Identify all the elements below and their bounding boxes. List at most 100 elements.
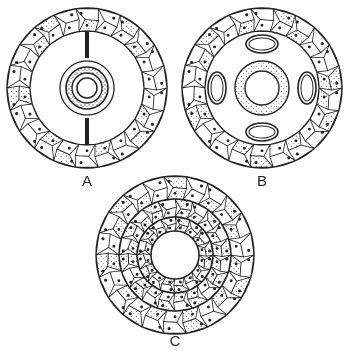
panel-b-ring-nucleus <box>190 112 193 115</box>
panel-c-inner-ring-nucleus <box>208 258 211 261</box>
panel-b-ring-nucleus <box>335 82 338 85</box>
panel-a-ring-nucleus <box>121 152 124 155</box>
panel-a-ring-nucleus <box>160 91 163 94</box>
panel-c-inner-ring-nucleus <box>189 276 192 279</box>
panel-c-outer-ring-nucleus <box>191 194 194 197</box>
panel-c-middle-ring-nucleus <box>144 284 147 287</box>
panel-c-outer-ring-nucleus <box>101 237 104 240</box>
panel-c-outer-ring-nucleus <box>112 245 115 248</box>
panel-b-ring-nucleus <box>213 128 216 131</box>
panel-a-ring-nucleus <box>52 139 55 142</box>
panel-c-middle-ring-nucleus <box>129 281 132 284</box>
panel-a-ring-nucleus <box>40 146 43 149</box>
panel-c-inner-ring-nucleus <box>158 231 161 234</box>
panel-c-outer-ring-nucleus <box>104 279 107 282</box>
panel-a-ring-nucleus <box>68 26 71 29</box>
panel-b-ring-nucleus <box>261 24 264 27</box>
panel-c-middle-ring-nucleus <box>132 247 135 250</box>
panel-b-ring-nucleus <box>308 128 311 131</box>
panel-c-middle-ring-nucleus <box>132 260 135 263</box>
panel-b-ring-nucleus <box>308 46 311 49</box>
panel-b-ring-nucleus <box>287 17 290 20</box>
panel-c-outer-ring-nucleus <box>129 195 132 198</box>
panel-c-diagram <box>96 176 254 334</box>
panel-b-ring-nucleus <box>188 70 191 73</box>
panel-c-middle-ring-nucleus <box>161 203 164 206</box>
panel-c-inner-ring-nucleus <box>146 232 149 235</box>
panel-c-outer-ring-nucleus <box>238 289 241 292</box>
panel-c-middle-ring-nucleus <box>204 224 207 227</box>
panel-a-ring-nucleus <box>133 128 136 131</box>
panel-c-middle-ring-nucleus <box>136 273 139 276</box>
panel-c-middle-ring-nucleus <box>193 291 196 294</box>
panel-c-outer-ring-nucleus <box>233 297 236 300</box>
panel-a-ring-nucleus <box>86 24 89 27</box>
panel-c-middle-ring-nucleus <box>218 226 221 229</box>
panel-c-inner-ring-nucleus <box>146 275 149 278</box>
panel-b-ring-nucleus <box>245 160 248 163</box>
panel-c-outer-ring-nucleus <box>235 245 238 248</box>
panel-c-inner-ring-nucleus <box>179 281 182 284</box>
panel-b-ring-nucleus <box>335 91 338 94</box>
panel-c-middle-ring-nucleus <box>218 281 221 284</box>
panel-c-outer-ring-nucleus <box>129 312 132 315</box>
panel-c-outer-ring-nucleus <box>117 228 120 231</box>
panel-c-middle-ring-nucleus <box>225 249 228 252</box>
panel-a-ring-nucleus <box>33 33 36 36</box>
panel-a-strand-top <box>85 32 89 58</box>
panel-c-outer-ring-nucleus <box>158 181 161 184</box>
panel-c-outer-ring-nucleus <box>200 322 203 325</box>
panel-c-middle-ring-nucleus <box>161 304 164 307</box>
panel-c-middle-ring-nucleus <box>193 205 196 208</box>
panel-c-outer-ring-nucleus <box>104 228 107 231</box>
panel-a-core-lumen <box>77 78 97 98</box>
panel-c-middle-ring-nucleus <box>186 304 189 307</box>
panel-b-ring-nucleus <box>318 113 321 116</box>
panel-a-ring-nucleus <box>40 27 43 30</box>
panel-c-middle-ring-nucleus <box>213 287 216 290</box>
panel-c-middle-ring-nucleus <box>144 224 147 227</box>
panel-c-inner-ring-nucleus <box>139 249 142 252</box>
panel-b-ring-nucleus <box>326 123 329 126</box>
panel-c-middle-ring-nucleus <box>204 284 207 287</box>
panel-a-ring-nucleus <box>146 131 149 134</box>
panel-c-outer-ring-nucleus <box>247 249 250 252</box>
panel-c-middle-ring-nucleus <box>193 216 196 219</box>
panel-c-outer-ring-nucleus <box>207 306 210 309</box>
panel-b-ring-nucleus <box>255 12 258 15</box>
panel-c-outer-ring-nucleus <box>156 194 159 197</box>
panel-c-middle-ring-nucleus <box>186 203 189 206</box>
panel-c-outer-ring-nucleus <box>158 326 161 329</box>
panel-b-ring-nucleus <box>287 156 290 159</box>
panel-c-outer-ring-nucleus <box>235 262 238 265</box>
panel-c-outer-ring-nucleus <box>207 202 210 205</box>
panel-a-ring-nucleus <box>68 147 71 150</box>
panel-a-ring-nucleus <box>143 61 146 64</box>
panel-b-ring-nucleus <box>326 50 329 53</box>
panel-b-ring-nucleus <box>295 34 298 37</box>
panel-a-ring-nucleus <box>80 161 83 164</box>
panel-b-ring-nucleus <box>296 21 299 24</box>
panel-b-ellipse-inner-top <box>249 38 275 50</box>
panel-b-ring-nucleus <box>255 161 258 164</box>
panel-a-label: A <box>82 173 92 190</box>
panel-c-middle-ring-nucleus <box>154 291 157 294</box>
panel-a-ring-nucleus <box>121 21 124 24</box>
panel-c-outer-ring-nucleus <box>127 213 130 216</box>
panel-b-ring-nucleus <box>198 96 201 99</box>
panel-a-ring-nucleus <box>86 149 89 152</box>
panel-a-ring-nucleus <box>52 34 55 37</box>
panel-a-ring-nucleus <box>133 46 136 49</box>
panel-b-ring-nucleus <box>188 103 191 106</box>
panel-c-middle-ring-nucleus <box>167 212 170 215</box>
panel-b-ellipse-inner-left <box>211 75 223 101</box>
panel-c-middle-ring-nucleus <box>122 249 125 252</box>
panel-b-ring-nucleus <box>208 140 211 143</box>
panel-b-ellipse-inner-bottom <box>249 126 275 138</box>
panel-c-inner-ring-nucleus <box>189 231 192 234</box>
panel-a-ring-nucleus <box>38 128 41 131</box>
panel-c-inner-ring-nucleus <box>168 281 171 284</box>
panel-b-ring-nucleus <box>261 149 264 152</box>
panel-c-outer-ring-nucleus <box>208 188 211 191</box>
